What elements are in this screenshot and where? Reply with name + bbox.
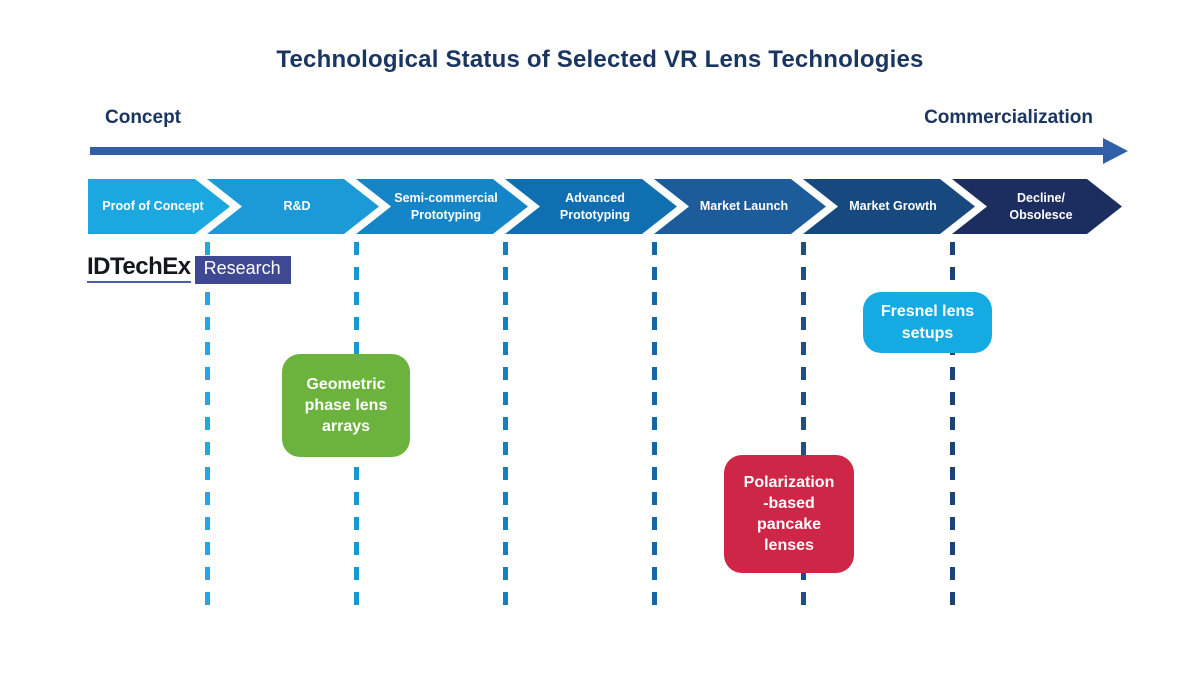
commercialization-label: Commercialization (924, 107, 1093, 128)
page-title: Technological Status of Selected VR Lens… (276, 46, 924, 73)
tech-box-label: Geometric phase lens arrays (304, 375, 388, 436)
tech-box-fresnel-lens-setups: Fresnel lens setups (863, 292, 992, 353)
tech-box-label: Polarization -based pancake lenses (743, 473, 835, 555)
stage-divider-line-1 (205, 242, 210, 607)
timeline-arrow-line (90, 147, 1106, 155)
stage-label: Market Launch (699, 199, 789, 214)
tech-box-geometric-phase-lens-arrays: Geometric phase lens arrays (282, 354, 410, 457)
stage-chevron-6: Market Growth (803, 179, 975, 234)
stage-chevron-2: R&D (207, 179, 379, 234)
stage-label: Market Growth (849, 199, 937, 214)
stage-label: Decline/ Obsolesce (1009, 191, 1073, 222)
stage-chevron-3: Semi-commercial Prototyping (356, 179, 528, 234)
idtechex-logo: IDTechEx Research (87, 254, 291, 284)
stage-label: R&D (283, 199, 311, 214)
stage-divider-line-4 (652, 242, 657, 607)
timeline-arrow-head-icon (1103, 138, 1128, 164)
concept-label: Concept (105, 107, 181, 128)
stage-chevron-5: Market Launch (654, 179, 826, 234)
tech-box-label: Fresnel lens setups (880, 303, 975, 342)
idtechex-logo-research-tag: Research (194, 256, 291, 284)
tech-box-polarization-based-pancake-lenses: Polarization -based pancake lenses (724, 455, 854, 573)
stage-divider-line-6 (950, 242, 955, 607)
stage-label: Advanced Prototyping (559, 191, 631, 222)
idtechex-logo-brand: IDTechEx (87, 254, 191, 284)
stage-divider-line-3 (503, 242, 508, 607)
stage-label: Semi-commercial Prototyping (394, 191, 498, 222)
stage-divider-line-5 (801, 242, 806, 607)
stage-label: Proof of Concept (102, 199, 204, 214)
stage-chevron-1: Proof of Concept (88, 179, 230, 234)
stage-chevron-4: Advanced Prototyping (505, 179, 677, 234)
stage-chevron-7: Decline/ Obsolesce (952, 179, 1122, 234)
